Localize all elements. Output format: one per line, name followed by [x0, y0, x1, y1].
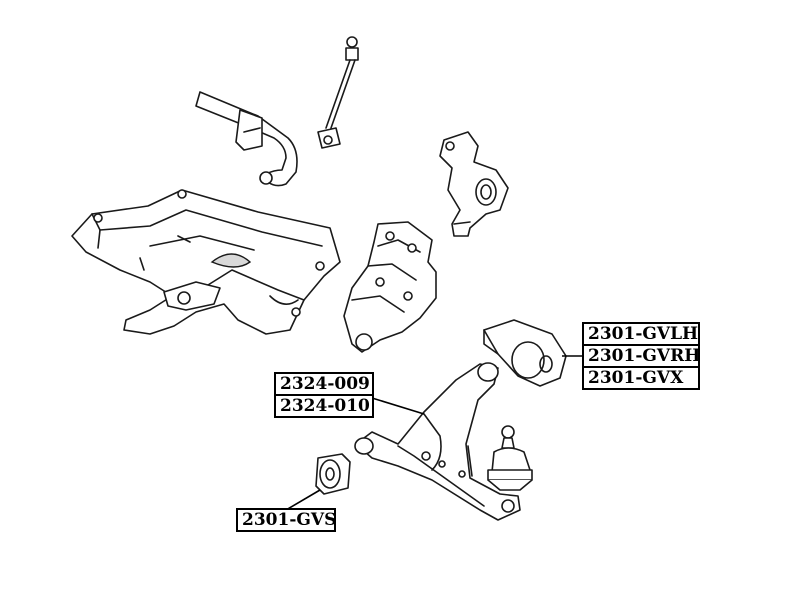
part-number-label[interactable]: 2301-GVRH	[582, 344, 700, 368]
ball-joint	[487, 425, 533, 491]
label-group-control-arm: 2324-009 2324-010	[274, 372, 374, 418]
leader-control-arm	[371, 397, 425, 415]
rear-control-arm-bushing	[483, 319, 567, 387]
part-number-label[interactable]: 2301-GVX	[582, 366, 700, 390]
lower-control-arm	[354, 362, 521, 521]
part-number-label[interactable]: 2301-GVS	[236, 508, 336, 532]
part-number-label[interactable]: 2324-009	[274, 372, 374, 396]
label-group-rear-bushing: 2301-GVLH 2301-GVRH 2301-GVX	[582, 322, 700, 390]
leader-front-bushing	[285, 489, 321, 511]
stabilizer-bar	[195, 91, 298, 187]
steering-knuckle	[439, 131, 509, 237]
stabilizer-link	[317, 36, 359, 149]
front-control-arm-bushing	[315, 453, 351, 495]
engine-mount-bracket	[343, 221, 437, 353]
front-subframe	[71, 189, 341, 335]
label-group-front-bushing: 2301-GVS	[236, 508, 336, 532]
part-number-label[interactable]: 2324-010	[274, 394, 374, 418]
part-number-label[interactable]: 2301-GVLH	[582, 322, 700, 346]
